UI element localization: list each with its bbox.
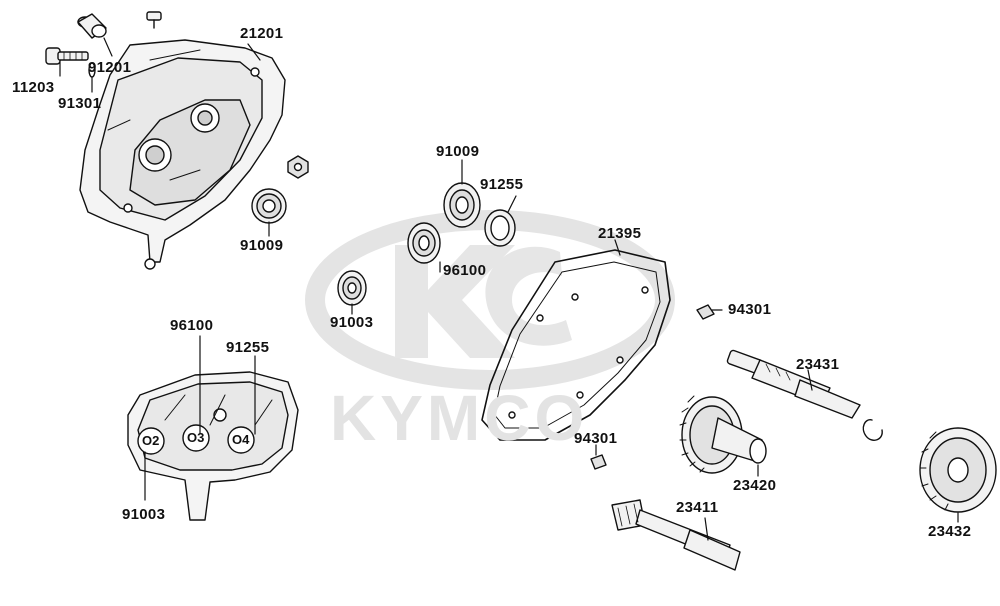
callout-21395[interactable]: 21395 xyxy=(598,225,642,242)
bearing-91003-center xyxy=(337,270,367,306)
callout-94301-lower[interactable]: 94301 xyxy=(574,430,618,447)
callout-91255-left[interactable]: 91255 xyxy=(226,339,270,356)
callout-91201[interactable]: 91201 xyxy=(88,59,132,76)
pin-part xyxy=(146,11,162,29)
bearing-96100-center xyxy=(407,222,441,264)
drive-shaft-23411 xyxy=(611,499,741,571)
callout-91255-center[interactable]: 91255 xyxy=(480,176,524,193)
counter-gear-23420 xyxy=(679,395,767,474)
transmission-case xyxy=(127,371,299,521)
dowel-pin-94301-b xyxy=(590,454,607,470)
callout-11203[interactable]: 11203 xyxy=(12,79,55,96)
callout-94301-upper[interactable]: 94301 xyxy=(728,301,772,318)
callout-91009-center[interactable]: 91009 xyxy=(436,143,480,160)
final-shaft-23431 xyxy=(726,349,861,419)
bearing-tag-o3: O3 xyxy=(187,430,205,445)
nut-part xyxy=(287,155,309,179)
callout-96100-center[interactable]: 96100 xyxy=(443,262,487,279)
dowel-bushing-91201 xyxy=(77,13,107,39)
bolt-11203 xyxy=(45,47,89,65)
transmission-cover-21201 xyxy=(79,39,286,270)
bearing-tag-o2: O2 xyxy=(142,433,160,448)
callout-21201[interactable]: 21201 xyxy=(240,25,284,42)
callout-91003-center[interactable]: 91003 xyxy=(330,314,374,331)
callout-91009-left[interactable]: 91009 xyxy=(240,237,284,254)
bearing-91009-left xyxy=(251,188,287,224)
callout-23420[interactable]: 23420 xyxy=(733,477,777,494)
dowel-pin-94301-a xyxy=(696,304,715,320)
final-gear-23432 xyxy=(919,427,997,513)
oil-seal-91255-center xyxy=(484,209,516,247)
gasket-21395 xyxy=(481,249,671,441)
callout-23411[interactable]: 23411 xyxy=(676,499,719,516)
callout-23432[interactable]: 23432 xyxy=(928,523,972,540)
circlip-part xyxy=(862,419,883,441)
watermark-text: KYMCO xyxy=(330,382,589,454)
bearing-91009-center xyxy=(443,182,481,228)
callout-23431[interactable]: 23431 xyxy=(796,356,840,373)
o-ring-91301 xyxy=(88,62,96,78)
callout-91003-left[interactable]: 91003 xyxy=(122,506,166,523)
callout-96100-left[interactable]: 96100 xyxy=(170,317,214,334)
callout-91301[interactable]: 91301 xyxy=(58,95,102,112)
leader-lines xyxy=(59,37,959,541)
bearing-tag-o4: O4 xyxy=(232,432,250,447)
kymco-logo-watermark xyxy=(305,210,675,390)
